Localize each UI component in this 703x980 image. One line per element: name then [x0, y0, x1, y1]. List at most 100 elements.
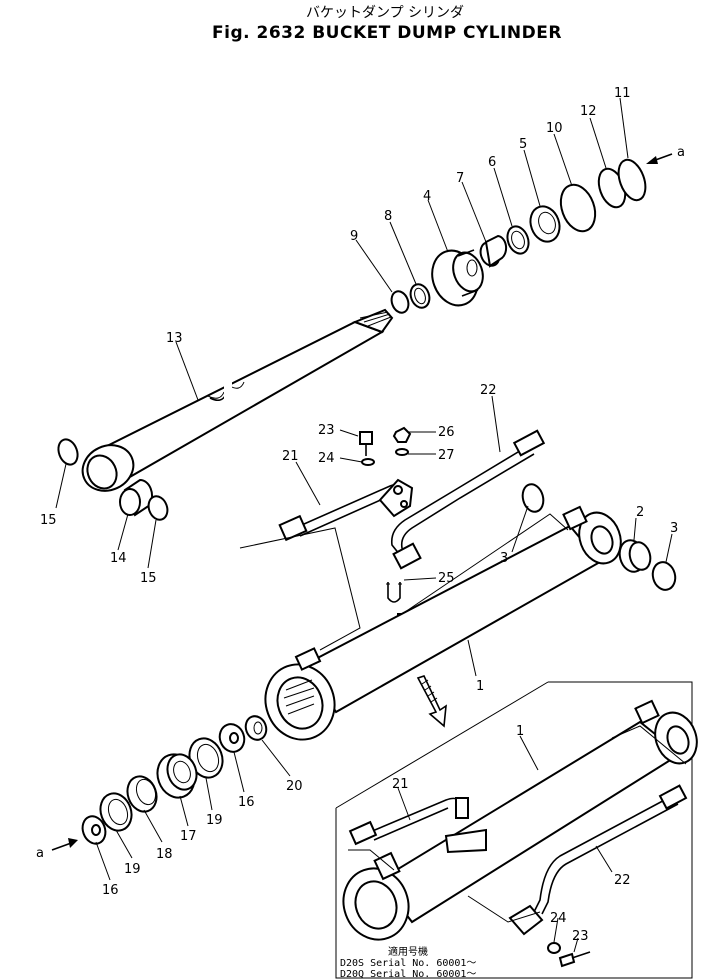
leader-19b [115, 829, 133, 859]
leader-13 [175, 341, 199, 401]
leader-2 [633, 517, 637, 541]
callout-9: 9 [350, 229, 358, 244]
bushing-14 [119, 478, 154, 517]
flange-block [378, 478, 414, 518]
leader-9 [355, 239, 393, 293]
seal-18 [126, 775, 158, 813]
pipe-21 [278, 481, 405, 542]
leader-23 [339, 429, 359, 437]
ref-a-bottom: a [36, 846, 44, 861]
figure-title: Fig. 2632 BUCKET DUMP CYLINDER [212, 23, 562, 43]
o-ring-10 [559, 183, 597, 233]
callout-11: 11 [614, 86, 631, 101]
callout-19-lower: 19 [124, 862, 141, 877]
callout-6: 6 [488, 155, 496, 170]
inset-label-24: 24 [550, 911, 567, 926]
leader-16b [95, 841, 111, 881]
leader-16a [233, 751, 245, 793]
seal-15-left [57, 438, 79, 466]
callout-19-upper: 19 [206, 813, 223, 828]
leader-24 [339, 457, 363, 463]
inset-alternate-piping [335, 681, 698, 979]
leader-18 [143, 809, 163, 843]
seal-8 [409, 283, 431, 309]
callout-15-right: 15 [140, 571, 157, 586]
bushing-2 [618, 539, 652, 573]
inset-label-23: 23 [572, 929, 589, 944]
leader-21 [295, 461, 321, 506]
callout-15-left: 15 [40, 513, 57, 528]
leader-17 [179, 795, 189, 827]
nut-26 [392, 426, 412, 443]
inset-applicability-title: 適用号機 [388, 945, 428, 958]
callout-4: 4 [423, 189, 431, 204]
callout-16-lower: 16 [102, 883, 119, 898]
callout-17: 17 [180, 829, 197, 844]
inset-label-1: 1 [516, 724, 524, 739]
pipe-22 [390, 429, 546, 570]
seal-15-right [147, 495, 169, 521]
callout-23: 23 [318, 423, 335, 438]
callout-3-right: 3 [670, 521, 678, 536]
callout-25: 25 [438, 571, 455, 586]
callout-27: 27 [438, 448, 455, 463]
callout-5: 5 [519, 137, 527, 152]
leader-6 [493, 167, 513, 227]
seal-3-right [651, 561, 677, 591]
wear-ring-19-lower [99, 792, 133, 832]
leader-8 [389, 221, 417, 285]
callout-1: 1 [476, 679, 484, 694]
rod-eye [81, 444, 135, 492]
callout-3-left: 3 [500, 551, 508, 566]
piston-rod-13 [93, 308, 394, 480]
gland-5 [529, 205, 561, 243]
leader-19a [205, 777, 213, 811]
inset-tube [378, 720, 682, 924]
direction-arrow-a-bottom: a [36, 838, 78, 861]
direction-arrow-a-top: a [646, 145, 685, 164]
leader-15b [147, 519, 157, 569]
callout-7: 7 [456, 171, 464, 186]
ring-9 [390, 290, 410, 314]
leader-20 [261, 739, 291, 777]
leader-25 [403, 577, 437, 581]
japanese-title: バケットダンプ シリンダ [306, 5, 464, 21]
detail-arrow [416, 675, 447, 728]
leader-12 [589, 117, 607, 169]
nut-20 [244, 715, 268, 741]
bracket-outline-left [239, 527, 361, 651]
washer-27 [395, 448, 409, 456]
inset-serial-1: D20S Serial No. 60001～ [340, 958, 476, 969]
callout-12: 12 [580, 104, 597, 119]
leader-15a [55, 463, 67, 509]
leader-3a [511, 505, 529, 553]
inset-label-22: 22 [614, 873, 631, 888]
ref-a-top: a [677, 145, 685, 160]
washer-16-upper [218, 723, 246, 753]
callout-16-upper: 16 [238, 795, 255, 810]
callout-24: 24 [318, 451, 335, 466]
leader-5 [523, 149, 541, 207]
inset-label-21: 21 [392, 777, 409, 792]
piston-4 [431, 249, 484, 307]
callout-14: 14 [110, 551, 127, 566]
wear-ring-19-upper [188, 737, 224, 779]
callout-10: 10 [546, 121, 563, 136]
callout-20: 20 [286, 779, 303, 794]
leader-4 [427, 199, 449, 253]
leader-22 [491, 395, 501, 453]
inset-border [335, 681, 693, 979]
leader-1 [467, 639, 477, 677]
u-bolt-25 [386, 582, 402, 603]
leader-14 [117, 513, 129, 551]
leader-10 [553, 133, 573, 187]
piston-17 [156, 753, 198, 799]
snap-ring-11 [617, 158, 647, 202]
callout-22: 22 [480, 383, 497, 398]
seal-6 [506, 225, 530, 255]
leader-11 [619, 97, 629, 159]
callout-8: 8 [384, 209, 392, 224]
washer-16-lower [81, 815, 107, 845]
callout-2: 2 [636, 505, 644, 520]
